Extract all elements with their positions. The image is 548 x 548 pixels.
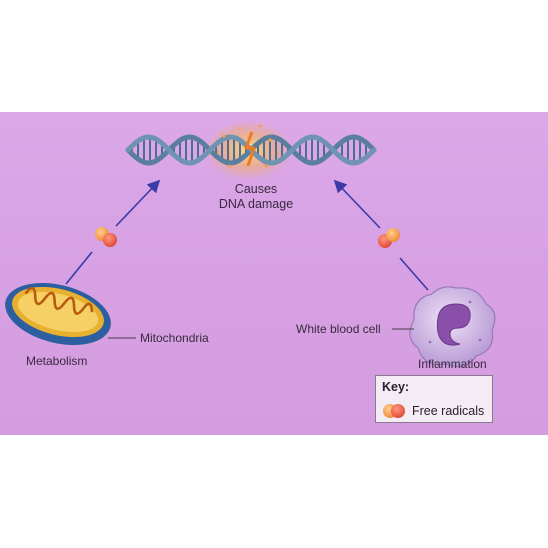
dna-strand-2 xyxy=(125,134,377,166)
damage-sparks xyxy=(216,124,280,168)
inflammation-label: Inflammation xyxy=(418,357,487,371)
mitochondria-icon xyxy=(5,282,111,346)
damage-bolt-icon xyxy=(244,131,256,167)
legend-key: Key: Free radicals xyxy=(375,375,493,423)
white-blood-cell-icon xyxy=(409,286,496,368)
white-blood-cell-label: White blood cell xyxy=(296,322,381,336)
dna-damage-caption: Causes DNA damage xyxy=(190,182,322,212)
arrow-radical-to-dna-left xyxy=(115,179,161,227)
caption-line-1: Causes xyxy=(234,182,278,196)
free-radical-icon xyxy=(383,404,405,418)
dna-helix-icon xyxy=(125,120,377,180)
free-radical-icon xyxy=(378,228,400,248)
metabolism-label: Metabolism xyxy=(26,354,88,368)
caption-line-2: DNA damage xyxy=(218,197,294,211)
arrow-cell-to-radical xyxy=(399,257,429,291)
legend-title: Key: xyxy=(382,380,410,394)
free-radical-icon xyxy=(95,227,117,247)
arrow-mito-to-radical xyxy=(65,251,93,285)
mitochondria-label: Mitochondria xyxy=(140,331,209,345)
arrow-radical-to-dna-right xyxy=(333,179,381,229)
legend-free-radicals-label: Free radicals xyxy=(412,404,485,418)
